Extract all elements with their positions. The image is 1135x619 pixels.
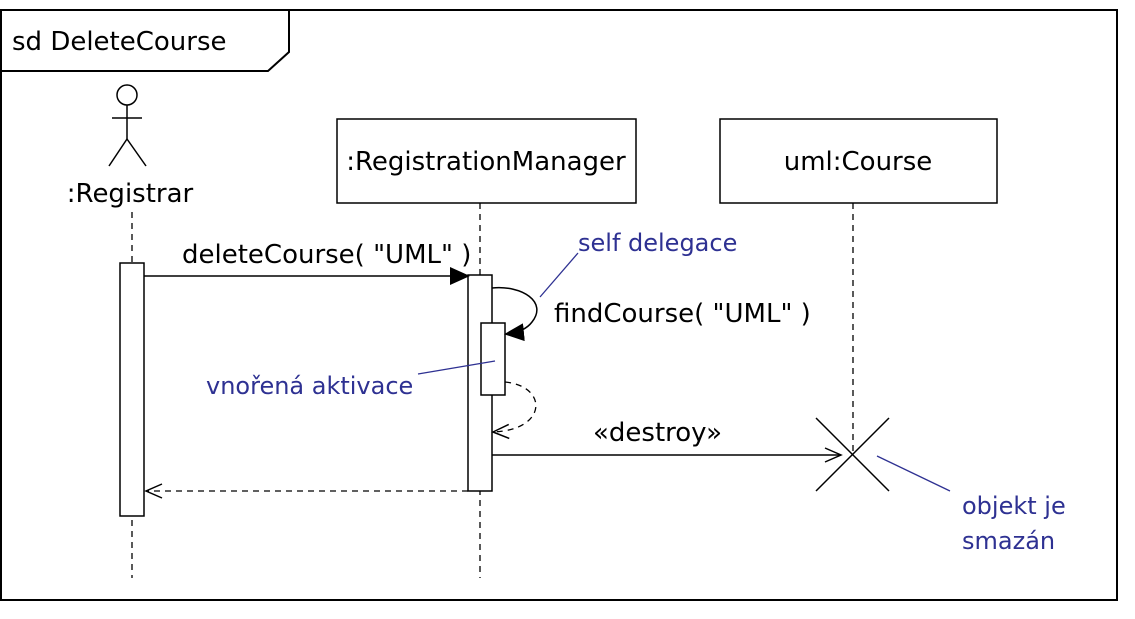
annotation-self-delegation: self delegace (578, 229, 737, 257)
participant-label-registration-manager: :RegistrationManager (346, 147, 626, 177)
frame-title: sd DeleteCourse (12, 27, 227, 57)
message-find-course (491, 286, 538, 342)
participant-label-uml-course: uml:Course (784, 147, 933, 177)
frame-title-pentagon (1, 9, 290, 72)
activation-registrar (119, 262, 145, 517)
participant-label-registrar: :Registrar (67, 179, 194, 209)
annotation-leader-deleted (876, 455, 951, 492)
destruction-mark (815, 417, 890, 492)
annotation-nested-activation: vnořená aktivace (206, 372, 413, 400)
message-label-delete-course: deleteCourse( "UML" ) (182, 240, 471, 270)
participant-box-registration-manager (336, 118, 637, 204)
message-label-destroy: «destroy» (593, 418, 722, 448)
annotation-deleted-line1: objekt je (962, 492, 1066, 520)
actor-registrar: :Registrar (67, 84, 194, 209)
actor-icon (116, 84, 138, 106)
frame-border (0, 9, 1118, 601)
annotation-leader-self-delegation (539, 252, 579, 298)
activation-nested (480, 322, 506, 396)
message-return-self (491, 381, 537, 440)
annotation-leader-nested-activation (417, 360, 496, 375)
annotation-deleted-line2: smazán (962, 527, 1055, 555)
message-label-find-course: findCourse( "UML" ) (554, 299, 811, 329)
participant-box-uml-course (719, 118, 998, 204)
